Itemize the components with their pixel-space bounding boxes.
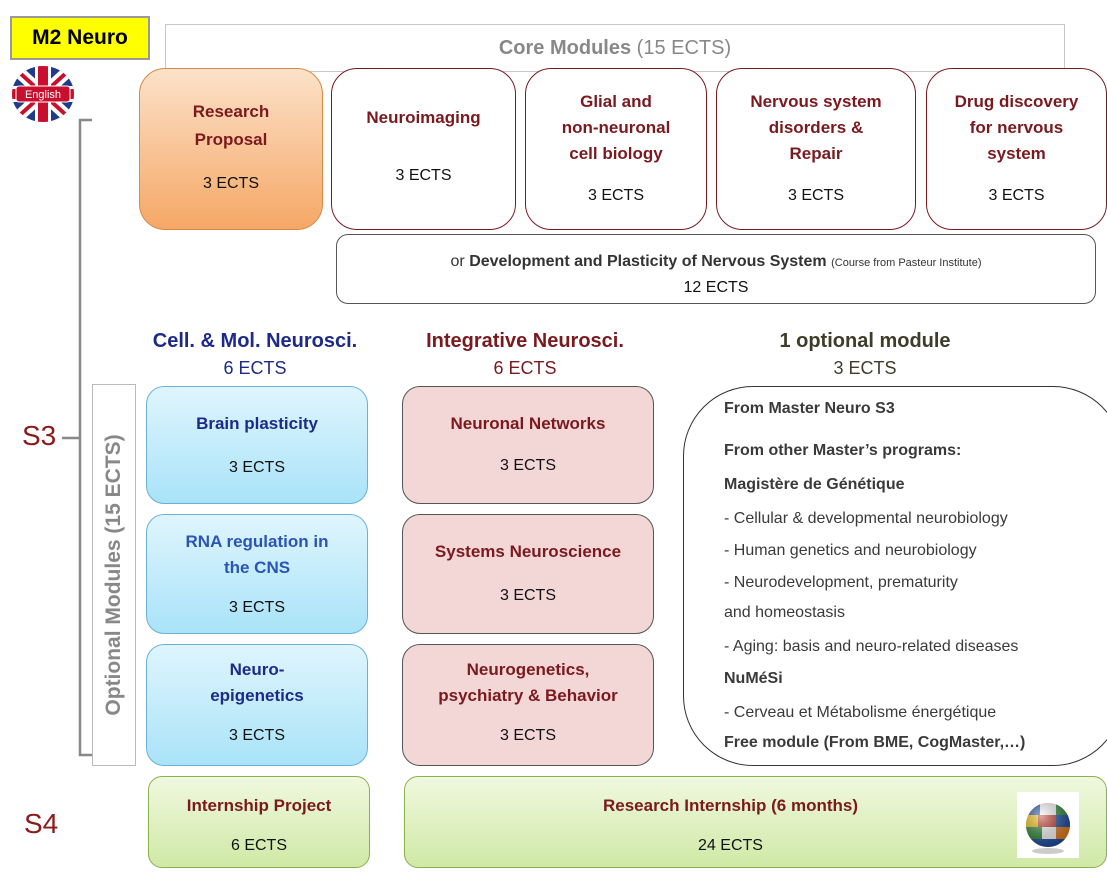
- module-ects: 3 ECTS: [587, 187, 644, 204]
- module-title: Brain plasticity: [196, 414, 318, 433]
- module-title: Neurogenetics,: [466, 660, 590, 679]
- module-title: Proposal: [194, 130, 268, 149]
- core-modules-header: Core Modules (15 ECTS): [165, 24, 1065, 72]
- core-modules-ects: (15 ECTS): [636, 37, 732, 59]
- module-title: the CNS: [223, 558, 291, 577]
- opt-item: - Neurodevelopment, prematurity: [724, 574, 958, 591]
- module-neurogenetics: Neurogenetics, psychiatry & Behavior 3 E…: [402, 644, 654, 766]
- module-ects: 3 ECTS: [499, 587, 556, 604]
- module-ects: 6 ECTS: [230, 837, 287, 854]
- column-head-integrative: Integrative Neurosci.: [426, 330, 624, 352]
- module-ects: 3 ECTS: [988, 187, 1045, 204]
- module-internship-project: Internship Project 6 ECTS: [148, 776, 370, 868]
- module-title: Nervous system: [750, 92, 882, 111]
- opt-free-module: Free module (From BME, CogMaster,…): [724, 734, 1026, 751]
- module-glial-biology: Glial and non-neuronal cell biology 3 EC…: [525, 68, 707, 230]
- module-ects: 3 ECTS: [787, 187, 844, 204]
- dev-note: (Course from Pasteur Institute): [831, 257, 982, 269]
- module-title: Systems Neuroscience: [434, 542, 622, 561]
- module-ects: 3 ECTS: [228, 727, 285, 744]
- column-ects-optional: 3 ECTS: [833, 358, 897, 378]
- opt-numesi-item: - Cerveau et Métabolisme énergétique: [724, 704, 997, 721]
- module-development-plasticity: or Development and Plasticity of Nervous…: [336, 234, 1096, 304]
- module-ects: 3 ECTS: [228, 599, 285, 616]
- column-head-optional: 1 optional module: [779, 330, 951, 352]
- module-title: Neuroimaging: [366, 108, 481, 127]
- module-ects: 24 ECTS: [698, 837, 763, 854]
- module-drug-discovery: Drug discovery for nervous system 3 ECTS: [926, 68, 1107, 230]
- globe-flags-icon: [1017, 792, 1079, 858]
- opt-item: - Aging: basis and neuro-related disease…: [724, 638, 1019, 655]
- module-ects: 3 ECTS: [228, 459, 285, 476]
- optional-modules-text: Optional Modules (15 ECTS): [102, 434, 125, 716]
- dev-title: Development and Plasticity of Nervous Sy…: [469, 253, 827, 270]
- module-title: Neuro-: [229, 660, 285, 679]
- module-title: RNA regulation in: [185, 532, 329, 551]
- module-title: Drug discovery: [954, 92, 1079, 111]
- module-title: Neuronal Networks: [450, 414, 606, 433]
- opt-magistere: Magistère de Génétique: [724, 476, 905, 493]
- opt-item: and homeostasis: [724, 604, 845, 621]
- uk-flag-icon: English: [10, 64, 76, 124]
- column-head-cell-mol: Cell. & Mol. Neurosci.: [152, 330, 358, 352]
- module-title: Glial and: [580, 92, 652, 111]
- program-badge: M2 Neuro: [10, 16, 150, 60]
- module-neuroimaging: Neuroimaging 3 ECTS: [331, 68, 516, 230]
- module-neuronal-networks: Neuronal Networks 3 ECTS: [402, 386, 654, 504]
- module-nervous-system-disorders: Nervous system disorders & Repair 3 ECTS: [716, 68, 916, 230]
- opt-numesi: NuMéSi: [724, 670, 783, 687]
- module-title: Internship Project: [186, 796, 332, 815]
- column-ects-cell-mol: 6 ECTS: [223, 358, 287, 378]
- core-modules-title: Core Modules: [498, 37, 632, 59]
- module-title: epigenetics: [210, 686, 304, 705]
- optional-modules-label: Optional Modules (15 ECTS): [92, 384, 136, 766]
- module-ects: 3 ECTS: [202, 175, 259, 192]
- module-title: cell biology: [569, 144, 663, 163]
- module-brain-plasticity: Brain plasticity 3 ECTS: [146, 386, 368, 504]
- module-title: disorders &: [768, 118, 864, 137]
- module-ects: 3 ECTS: [499, 727, 556, 744]
- semester-s3: S3: [22, 420, 57, 451]
- module-title: Research Internship (6 months): [602, 796, 859, 815]
- module-neuro-epigenetics: Neuro- epigenetics 3 ECTS: [146, 644, 368, 766]
- module-title: psychiatry & Behavior: [438, 686, 618, 705]
- s3-bracket: [62, 118, 92, 757]
- module-research-internship: Research Internship (6 months) 24 ECTS: [404, 776, 1107, 868]
- module-ects: 3 ECTS: [499, 457, 556, 474]
- flag-label: English: [25, 89, 61, 101]
- optional-module-box: [683, 386, 1107, 766]
- opt-from-other: From other Master’s programs:: [724, 442, 962, 459]
- module-ects: 3 ECTS: [395, 167, 452, 184]
- module-research-proposal: Research Proposal 3 ECTS: [139, 68, 323, 230]
- module-systems-neuroscience: Systems Neuroscience 3 ECTS: [402, 514, 654, 634]
- dev-prefix: or: [450, 253, 465, 270]
- module-title: for nervous: [969, 118, 1064, 137]
- module-rna-regulation: RNA regulation in the CNS 3 ECTS: [146, 514, 368, 634]
- semester-s4: S4: [24, 808, 59, 839]
- module-title: non-neuronal: [561, 118, 671, 137]
- opt-from-s3: From Master Neuro S3: [724, 400, 895, 417]
- opt-item: - Cellular & developmental neurobiology: [724, 510, 1008, 527]
- dev-ects: 12 ECTS: [683, 279, 749, 296]
- column-ects-integrative: 6 ECTS: [493, 358, 557, 378]
- opt-item: - Human genetics and neurobiology: [724, 542, 977, 559]
- module-title: Research: [192, 102, 270, 121]
- module-title: system: [987, 144, 1046, 163]
- module-title: Repair: [789, 144, 843, 163]
